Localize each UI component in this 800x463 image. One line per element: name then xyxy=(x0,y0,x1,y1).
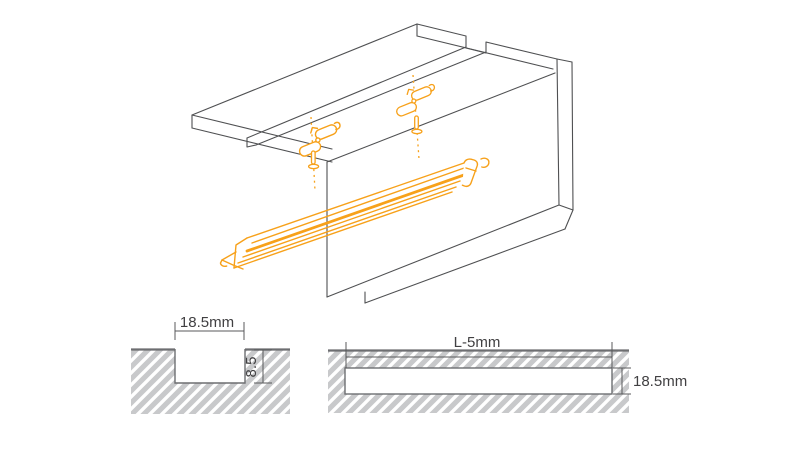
slot-cutout xyxy=(344,367,613,395)
slot-front-view-figure: L-5mm 18.5mm xyxy=(328,334,687,413)
screw-icon xyxy=(411,115,423,135)
led-profile-drawing xyxy=(219,157,490,270)
groove-cross-section-figure: 18.5mm 8.5 xyxy=(131,314,290,414)
groove-width-dimension xyxy=(174,322,245,340)
groove-outline xyxy=(174,349,246,384)
isometric-installation-view xyxy=(191,23,574,304)
cabinet-structure-outline xyxy=(191,23,574,304)
groove-cutout xyxy=(175,348,245,383)
slot-height-dimension xyxy=(613,367,631,395)
groove-depth-dimension xyxy=(254,349,272,384)
slot-length-label: L-5mm xyxy=(454,334,501,351)
screw-icon xyxy=(307,150,320,170)
slot-length-dimension xyxy=(345,342,613,368)
groove-width-label: 18.5mm xyxy=(180,314,234,331)
slot-height-label: 18.5mm xyxy=(633,373,687,390)
groove-depth-label: 8.5 xyxy=(243,357,260,378)
mounting-clip-icon xyxy=(292,116,347,159)
